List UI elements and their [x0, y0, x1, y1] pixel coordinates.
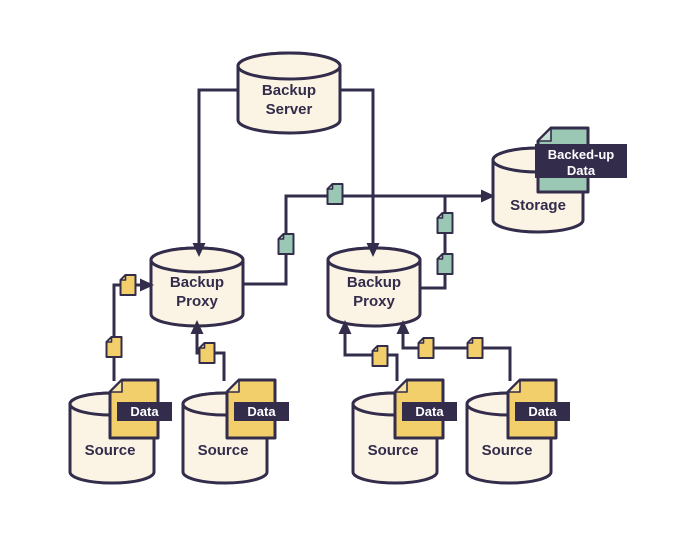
arrowheads	[140, 189, 495, 334]
source-2-data-document-fold	[226, 379, 240, 393]
backup-proxy-right-node: Backup Proxy	[326, 246, 422, 328]
source-data-packet-icon	[417, 337, 435, 359]
yellow-packet-4-fold	[371, 345, 379, 352]
source-1-data-badge	[117, 402, 172, 421]
arrowhead-into-right-proxy-bottom-left	[338, 320, 352, 334]
yellow-packet-5-fold	[417, 337, 425, 344]
backup-proxy-right-label-line1: Backup	[347, 274, 401, 291]
source-3-label: Source	[368, 442, 419, 459]
connector-server-to-right-proxy	[340, 88, 375, 246]
source-data-packet-icon	[466, 337, 484, 359]
connector-source1-to-left-proxy	[112, 283, 141, 381]
storage-label: Storage	[510, 197, 566, 214]
yellow-packet-1-fold	[105, 336, 113, 343]
backup-data-packet-icon	[436, 212, 454, 234]
backup-server-label-line1: Backup	[262, 82, 316, 99]
yellow-packet-6-fold	[466, 337, 474, 344]
backup-data-packet-icon	[326, 183, 344, 205]
source-data-packet-icon	[105, 336, 123, 358]
source-4-data-file: Data	[506, 378, 570, 440]
backed-up-data-badge-line1: Backed-up	[548, 147, 615, 162]
arrowhead-into-left-proxy-top	[192, 243, 206, 257]
source-4-label: Source	[482, 442, 533, 459]
backup-data-packet-icon	[277, 233, 295, 255]
source-3-data-document-fold	[394, 379, 408, 393]
source-4-data-badge-label: Data	[528, 404, 557, 419]
connector-source3-to-right-proxy	[343, 334, 399, 381]
backup-proxy-left-node: Backup Proxy	[149, 246, 245, 328]
source-3-data-badge	[402, 402, 457, 421]
source-1-data-document-fold	[109, 379, 123, 393]
arrowhead-into-storage	[481, 189, 495, 203]
teal-packet-1-fold	[277, 233, 285, 240]
source-3-data-file: Data	[393, 378, 457, 440]
connector-server-to-left-proxy	[197, 88, 239, 246]
backup-server-cylinder-top	[236, 51, 342, 81]
source-1-label: Source	[85, 442, 136, 459]
yellow-packet-2-fold	[119, 274, 127, 281]
backed-up-data-file: Backed-up Data	[535, 126, 627, 194]
source-4-data-document-fold	[507, 379, 521, 393]
backup-proxy-left-label-line1: Backup	[170, 274, 224, 291]
backup-server-label-line2: Server	[266, 101, 313, 118]
arrowhead-into-right-proxy-bottom-right	[396, 320, 410, 334]
backed-up-data-badge-line2: Data	[567, 163, 596, 178]
teal-packet-4-fold	[436, 253, 444, 260]
source-2-data-badge	[234, 402, 289, 421]
arrowhead-into-left-proxy-bottom	[190, 320, 204, 334]
arrowhead-into-right-proxy-top	[366, 243, 380, 257]
backed-up-data-badge	[535, 144, 627, 178]
backed-up-data-document-fold	[537, 127, 552, 142]
arrowhead-into-left-proxy-side	[140, 278, 154, 292]
source-1-data-file: Data	[108, 378, 172, 440]
source-4-data-badge	[515, 402, 570, 421]
teal-packet-2-fold	[326, 183, 334, 190]
teal-packet-3-fold	[436, 212, 444, 219]
source-data-packet-icon	[119, 274, 137, 296]
data-packets	[105, 183, 484, 367]
backup-proxy-left-label-line2: Proxy	[176, 293, 218, 310]
source-2-label: Source	[198, 442, 249, 459]
source-3-data-badge-label: Data	[415, 404, 444, 419]
source-data-packet-icon	[198, 342, 216, 364]
backup-proxy-right-label-line2: Proxy	[353, 293, 395, 310]
source-2-data-file: Data	[225, 378, 289, 440]
backup-data-packet-icon	[436, 253, 454, 275]
source-1-data-badge-label: Data	[130, 404, 159, 419]
backup-server-node: Backup Server	[236, 51, 342, 135]
connectors	[112, 88, 512, 381]
connector-source4-to-right-proxy	[401, 334, 512, 381]
yellow-packet-3-fold	[198, 342, 206, 349]
source-2-data-badge-label: Data	[247, 404, 276, 419]
source-data-packet-icon	[371, 345, 389, 367]
